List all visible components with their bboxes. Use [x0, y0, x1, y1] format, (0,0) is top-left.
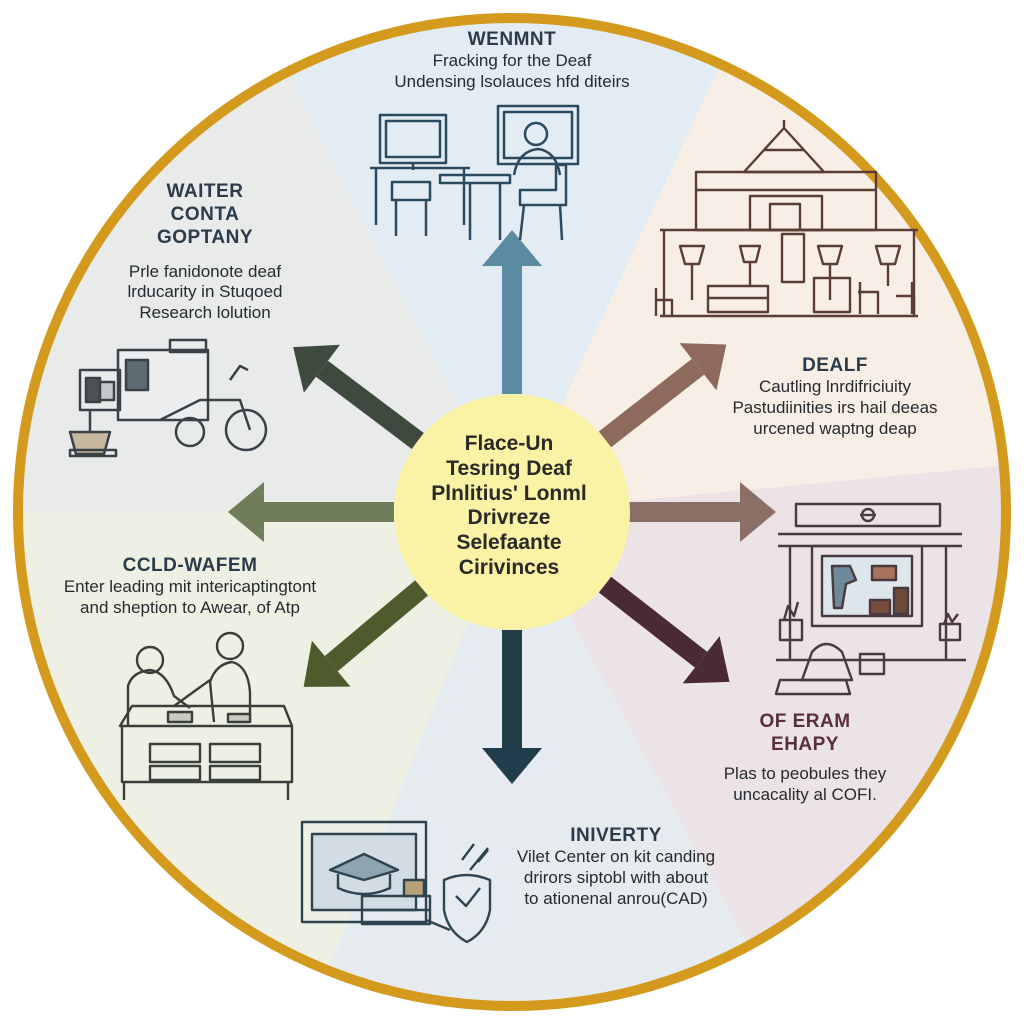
center-line-5: Selefaante [456, 531, 562, 555]
arrow-left [228, 482, 394, 542]
segment-bottom-line-1: Vilet Center on kit canding [516, 847, 716, 867]
segment-upper-left-title-3: GOPTANY [156, 227, 254, 249]
vehicle-machine-icon [68, 338, 268, 458]
segment-top-line-2: Undensing lsolauces hfd diteirs [394, 71, 630, 91]
arrows [228, 230, 776, 784]
arrow-right [622, 482, 776, 542]
segment-right-lower-title-2: EHAPY [771, 734, 839, 756]
arrow-bottom [482, 630, 542, 784]
outer-ring [13, 13, 1011, 1011]
segment-left-title: CCLD-WAFEM [122, 555, 258, 576]
segment-upper-left-text: WAITER CONTA GOPTANY Prle fanidonote dea… [70, 180, 340, 324]
segment-bottom-line-2: drirors siptobl with about [523, 867, 709, 887]
segment-bottom-text: INIVERTY Vilet Center on kit canding dri… [496, 824, 736, 909]
center-circle [394, 394, 630, 630]
arrow-upper-left [293, 344, 424, 449]
segment-bottom-title: INIVERTY [570, 825, 662, 846]
segment-right-lower-title-1: OF ERAM [759, 711, 851, 732]
workshop-station-icon [774, 502, 966, 696]
segment-right-upper-text: DEALF Cautling lnrdifriciuity Pastudiini… [700, 354, 970, 439]
arrow-lower-left [303, 580, 429, 687]
segment-bottom-line-3: to ationenal anrou(CAD) [524, 888, 708, 908]
segment-top-line-1: Fracking for the Deaf [432, 51, 592, 71]
segment-right-upper-title: DEALF [802, 355, 868, 376]
segment-top-text: WENMNT Fracking for the Deaf Undensing l… [330, 28, 694, 93]
segment-upper-left-line-3: Research lolution [139, 302, 271, 322]
segment-left-text: CCLD-WAFEM Enter leading mit intericapti… [30, 554, 350, 619]
center-line-6: Cirivinces [458, 555, 560, 579]
segment-right-lower-line-1: Plas to peobules they [723, 764, 887, 784]
monitor-shield-icon [300, 820, 492, 944]
segment-upper-left-title-2: CONTA [170, 204, 240, 226]
segment-right-upper-line-1: Cautling lnrdifriciuity [758, 377, 912, 397]
segment-left-line-1: Enter leading mit intericaptingtont [63, 577, 317, 597]
segment-top-title: WENMNT [467, 29, 557, 50]
segment-right-lower-text: OF ERAM EHAPY Plas to peobules they unca… [700, 710, 910, 806]
segment-right-upper-line-2: Pastudiinities irs hail deeas [732, 397, 938, 417]
segment-right-upper-line-3: urcened waptng deap [753, 418, 917, 438]
segment-right-lower-line-2: uncacality al COFI. [733, 785, 877, 805]
center-line-3: Plnlitius' Lonml [431, 481, 587, 505]
arrow-top [482, 230, 542, 394]
segment-upper-left-line-1: Prle fanidonote deaf [128, 261, 282, 281]
people-at-desk-icon [118, 631, 294, 800]
computer-workstation-icon [370, 104, 580, 241]
center-label: Flace-Un Tesring Deaf Plnlitius' Lonml D… [404, 432, 614, 581]
center-line-1: Flace-Un [464, 432, 554, 455]
building-interior-icon [654, 120, 918, 318]
center-line-4: Drivreze [467, 506, 551, 530]
arrow-upper-right [598, 343, 727, 448]
arrow-lower-right [598, 576, 730, 684]
center-line-2: Tesring Deaf [446, 456, 572, 480]
segment-left-line-2: and sheption to Awear, of Atp [80, 597, 300, 617]
segment-upper-left-line-2: lrducarity in Stuqoed [127, 282, 283, 302]
segment-upper-left-title-1: WAITER [166, 181, 244, 202]
